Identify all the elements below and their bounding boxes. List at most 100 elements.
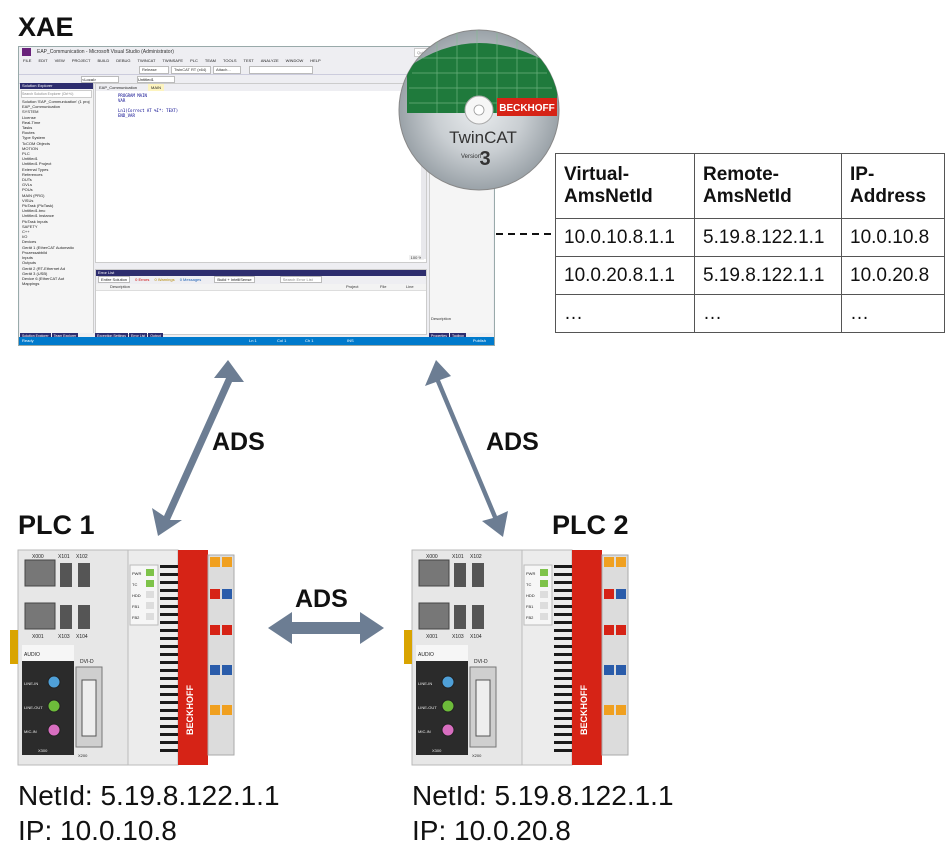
- menu-item[interactable]: ANALYZE: [260, 58, 279, 63]
- tree-item[interactable]: Tasks: [22, 125, 33, 131]
- target-select[interactable]: TwinCAT RT (x64): [171, 66, 211, 74]
- error-scope-select[interactable]: Entire Solution: [98, 276, 131, 283]
- toolbar-dropdown[interactable]: [249, 66, 313, 74]
- tree-item[interactable]: Device 6 (EtherCAT Aut: [22, 275, 65, 281]
- table-cell: …: [555, 294, 695, 333]
- led-label: TC: [526, 582, 531, 587]
- untitled-select[interactable]: Untitled1: [137, 76, 175, 83]
- error-search-input[interactable]: Search Error List: [279, 276, 322, 283]
- editor-scrollbar[interactable]: [421, 91, 426, 259]
- errors-filter[interactable]: 0 Errors: [135, 277, 150, 282]
- menu-item[interactable]: EDIT: [38, 58, 48, 63]
- tree-item[interactable]: DUTs: [22, 177, 32, 183]
- plc1-device-image: BECKHOFF X000 X101 X102 X001 X103 X104 P…: [10, 545, 240, 775]
- config-select[interactable]: Release: [139, 66, 169, 74]
- zoom-level[interactable]: 100 %: [408, 255, 424, 260]
- col-line[interactable]: Line: [406, 284, 414, 289]
- solution-search-input[interactable]: Search Solution Explorer (Ctrl+ü): [21, 90, 92, 98]
- status-publish[interactable]: Publish: [472, 338, 486, 343]
- tree-item[interactable]: PlcTask (PlcTask): [22, 203, 54, 209]
- tree-item[interactable]: PlcTask Inputs: [22, 218, 48, 224]
- col-description[interactable]: Description: [110, 284, 131, 289]
- tree-item[interactable]: Untitled1 Project: [22, 161, 52, 167]
- tab-exception-settings[interactable]: Exception Settings: [95, 333, 128, 339]
- routing-table: Virtual-AmsNetId Remote-AmsNetId IP-Addr…: [555, 153, 945, 333]
- tree-item[interactable]: Untitled1.tmc: [22, 208, 46, 214]
- mic-in-label: MIC-IN: [24, 729, 37, 734]
- tree-item[interactable]: Solution 'EAP_Communication' (1 proj: [22, 99, 90, 104]
- menu-item[interactable]: VIEW: [54, 58, 65, 63]
- tree-item[interactable]: Routes: [22, 130, 35, 136]
- messages-filter[interactable]: 0 Messages: [179, 277, 202, 282]
- port-label: X001: [32, 634, 44, 640]
- tree-item[interactable]: POUs: [22, 187, 33, 193]
- tree-item[interactable]: SYSTEM: [22, 109, 39, 115]
- tab-main[interactable]: MAIN: [148, 84, 164, 91]
- tab-properties[interactable]: Properties: [429, 333, 449, 339]
- warnings-filter[interactable]: 0 Warnings: [154, 277, 175, 282]
- tree-item[interactable]: EAP_Communication: [22, 104, 61, 110]
- table-row: 10.0.10.8.1.1 5.19.8.122.1.1 10.0.10.8: [555, 218, 945, 257]
- tree-item[interactable]: Gerät 1 (EtherCAT Automatio: [22, 244, 74, 250]
- tree-item[interactable]: PLC: [22, 151, 30, 157]
- col-project[interactable]: Project: [346, 284, 359, 289]
- tree-item[interactable]: License: [22, 114, 36, 120]
- tab-toolbox[interactable]: Toolbox: [449, 333, 467, 339]
- code-line: PROGRAM MAIN: [118, 93, 147, 98]
- error-list-columns: Description Project File Line: [96, 284, 426, 291]
- menu-item[interactable]: FILE: [23, 58, 32, 63]
- build-intellisense-select[interactable]: Build + IntelliSense: [214, 276, 255, 283]
- menu-item[interactable]: PLC: [190, 58, 198, 63]
- tree-item[interactable]: TcCOM Objects: [22, 140, 51, 146]
- menu-item[interactable]: TEAM: [204, 58, 216, 63]
- col-file[interactable]: File: [380, 284, 387, 289]
- menu-item[interactable]: TOOLS: [223, 58, 237, 63]
- tab-solution-explorer[interactable]: Solution Explorer: [20, 333, 51, 339]
- tree-item[interactable]: Untitled1 Instance: [22, 213, 55, 219]
- tree-item[interactable]: Mappings: [22, 281, 40, 287]
- menu-item[interactable]: TEST: [243, 58, 254, 63]
- tab-output[interactable]: Output: [148, 333, 163, 339]
- port-label: X103: [58, 634, 70, 640]
- menu-item[interactable]: TWINCAT: [137, 58, 156, 63]
- tree-item[interactable]: C++: [22, 229, 30, 235]
- menu-item[interactable]: TWINSAFE: [162, 58, 184, 63]
- tree-item[interactable]: External Types: [22, 166, 49, 172]
- tree-item[interactable]: MOTION: [22, 145, 38, 151]
- tree-item[interactable]: MAIN (PRG): [22, 192, 45, 198]
- tree-item[interactable]: Untitled1: [22, 156, 38, 162]
- ads-label-middle: ADS: [295, 585, 348, 613]
- tree-item[interactable]: Outputs: [22, 260, 37, 266]
- tree-item[interactable]: Gerät 2 (RT-Ethernet Ad: [22, 265, 66, 271]
- tree-item[interactable]: Real-Time: [22, 119, 41, 125]
- tree-item[interactable]: VISUs: [22, 197, 34, 203]
- menu-item[interactable]: BUILD: [97, 58, 110, 63]
- tree-item[interactable]: Type System: [22, 135, 46, 141]
- tree-item[interactable]: Inputs: [22, 255, 33, 261]
- plc2-label: PLC 2: [552, 510, 629, 540]
- menu-item[interactable]: WINDOW: [285, 58, 304, 63]
- local-select[interactable]: <Local>: [81, 76, 119, 83]
- tree-item[interactable]: Gerät 3 (USB): [22, 270, 48, 276]
- table-cell: 5.19.8.122.1.1: [694, 256, 842, 295]
- x200-label: X200: [472, 753, 482, 758]
- tab-error-list[interactable]: Error List: [129, 333, 148, 339]
- tree-item[interactable]: Devices: [22, 239, 37, 245]
- tree-item[interactable]: Prozessabbild: [22, 249, 48, 255]
- tree-item[interactable]: References: [22, 171, 43, 177]
- menu-item[interactable]: DEBUG: [116, 58, 131, 63]
- menu-item[interactable]: PROJECT: [71, 58, 91, 63]
- attach-button[interactable]: Attach...: [213, 66, 241, 74]
- tree-item[interactable]: I/O: [22, 234, 28, 240]
- tab-eap-communication[interactable]: EAP_Communication: [96, 84, 141, 91]
- tab-team-explorer[interactable]: Team Explorer: [51, 333, 79, 339]
- tree-item[interactable]: SAFETY: [22, 223, 38, 229]
- tree-item[interactable]: GVLs: [22, 182, 33, 188]
- line-in-label: LINE-IN: [24, 681, 38, 686]
- menu-item[interactable]: HELP: [310, 58, 321, 63]
